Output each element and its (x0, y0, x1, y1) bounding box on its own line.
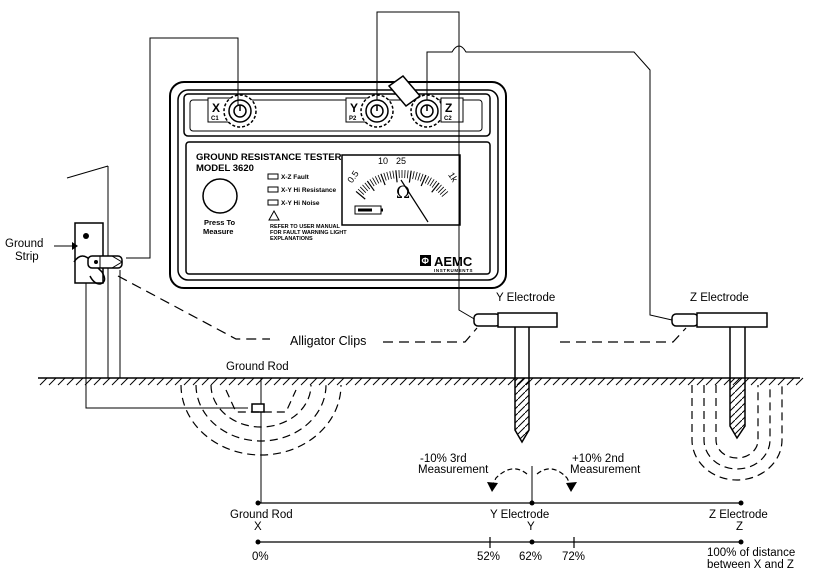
y-electrode: Y Electrode (473, 292, 558, 444)
indicator-lights: X-Z Fault X-Y Hi Resistance X-Y Hi Noise… (267, 173, 347, 242)
ground-strip: Ground Strip (5, 165, 248, 409)
scale-point-y-name: Y Electrode (490, 509, 549, 521)
warning-text-1: REFER TO USER MANUAL (270, 224, 341, 230)
tester-title: GROUND RESISTANCE TESTER (196, 152, 342, 163)
y-electrode-top-label: Y Electrode (496, 292, 555, 304)
pct-0: 0% (252, 551, 269, 563)
terminal-z-sub: C2 (444, 116, 452, 122)
indicator-fault: X-Z Fault (281, 174, 310, 181)
wires (126, 11, 673, 321)
brand-sub: INSTRUMENTS (434, 268, 473, 273)
measurement-offsets: -10% 3rd Measurement +10% 2nd Measuremen… (418, 453, 641, 503)
z-electrode: Z Electrode (671, 292, 783, 481)
ground-rod: Ground Rod (180, 361, 342, 503)
meter-scale-ticks (355, 170, 449, 200)
terminal-y-sub: P2 (349, 116, 357, 122)
button-label-2: Measure (203, 227, 233, 236)
terminal-x-sub: C1 (211, 116, 219, 122)
warning-icon (268, 209, 280, 221)
warning-text-2: FOR FAULT WARNING LIGHT (270, 230, 347, 236)
pct-72: 72% (562, 551, 585, 563)
tester-model: MODEL 3620 (196, 163, 254, 174)
terminal-y-letter: Y (350, 101, 358, 115)
pct-100-line1: 100% of distance (707, 547, 795, 559)
z-electrode-top-label: Z Electrode (690, 292, 749, 304)
plus-label-1: +10% 2nd (572, 453, 624, 465)
button-label-1: Press To (204, 218, 236, 227)
ground-rod-top-label: Ground Rod (226, 361, 289, 373)
minus-label-1: -10% 3rd (420, 453, 467, 465)
plus-label-2: Measurement (570, 464, 641, 476)
warning-text-3: EXPLANATIONS (270, 236, 313, 242)
pct-100-line2: between X and Z (707, 559, 794, 571)
scale-point-x-letter: X (254, 521, 262, 533)
y-terminal-plug (387, 74, 422, 108)
terminal-z[interactable]: Z C2 (410, 94, 464, 128)
aemc-logo: Φ AEMC INSTRUMENTS (420, 254, 473, 273)
ground-strip-label-2: Strip (15, 251, 39, 263)
terminal-z-letter: Z (445, 101, 452, 115)
distance-scale: Ground Rod X Y Electrode Y Z Electrode Z… (230, 500, 795, 571)
ground-resistance-tester: X C1 Y P2 Z C2 (169, 74, 507, 289)
scale-point-x-name: Ground Rod (230, 509, 293, 521)
scale-point-y-letter: Y (527, 521, 535, 533)
pct-52: 52% (477, 551, 500, 563)
dial-label-25: 25 (396, 156, 406, 166)
ground-surface (38, 377, 804, 386)
scale-point-z-letter: Z (736, 521, 743, 533)
indicator-hi-noise: X-Y Hi Noise (281, 200, 320, 207)
meter-needle (400, 179, 429, 223)
scale-point-z-name: Z Electrode (709, 509, 768, 521)
minus-label-2: Measurement (418, 464, 489, 476)
ground-strip-label-1: Ground (5, 238, 43, 250)
terminal-x-letter: X (212, 101, 220, 115)
resistance-meter: 0.5 10 25 1k Ω (341, 154, 461, 226)
pct-62: 62% (519, 551, 542, 563)
brand-name: AEMC (434, 254, 473, 269)
press-to-measure-button[interactable]: Press To Measure (202, 178, 238, 236)
svg-text:Φ: Φ (422, 256, 430, 266)
terminal-y[interactable]: Y P2 (345, 94, 394, 128)
ohm-symbol: Ω (396, 183, 410, 203)
dial-label-10: 10 (378, 156, 388, 166)
alligator-clip-pointers (117, 275, 687, 343)
alligator-clips-label: Alligator Clips (290, 334, 366, 348)
terminal-x[interactable]: X C1 (207, 94, 257, 128)
indicator-hi-resistance: X-Y Hi Resistance (281, 187, 337, 194)
